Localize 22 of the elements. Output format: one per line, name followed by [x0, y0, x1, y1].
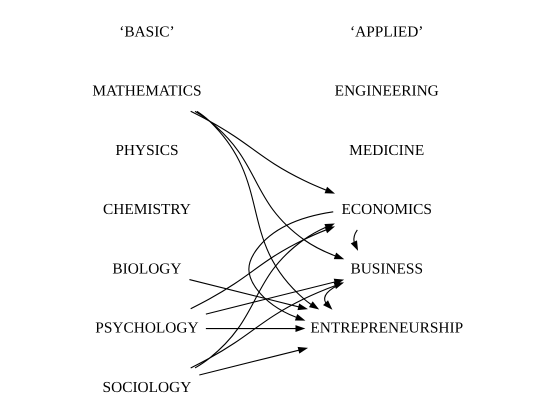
node-text: SOCIOLOGY — [102, 378, 192, 396]
arrow — [194, 110, 344, 260]
node-text: CHEMISTRY — [102, 201, 191, 218]
node-text: BIOLOGY — [112, 260, 182, 278]
node-text: MEDICINE — [349, 142, 424, 159]
arrow — [190, 110, 336, 194]
arrow — [248, 211, 334, 321]
label: ‘BASIC’ — [119, 23, 175, 40]
node-text: ECONOMICS — [342, 201, 432, 218]
arrow — [206, 325, 306, 332]
node-text: BUSINESS — [350, 260, 424, 278]
arrow — [323, 282, 343, 310]
arrow — [199, 346, 308, 376]
node-text: PHYSICS — [115, 142, 179, 159]
node-text: ENTREPRENEURSHIP — [310, 320, 464, 337]
node-text: MATHEMATICS — [92, 82, 202, 100]
node-text: PSYCHOLOGY — [95, 320, 199, 337]
arrow — [189, 279, 308, 310]
node-text: ENGINEERING — [334, 82, 439, 100]
arrow — [196, 110, 320, 310]
arrow — [350, 230, 358, 251]
label: ‘APPLIED’ — [350, 23, 424, 40]
